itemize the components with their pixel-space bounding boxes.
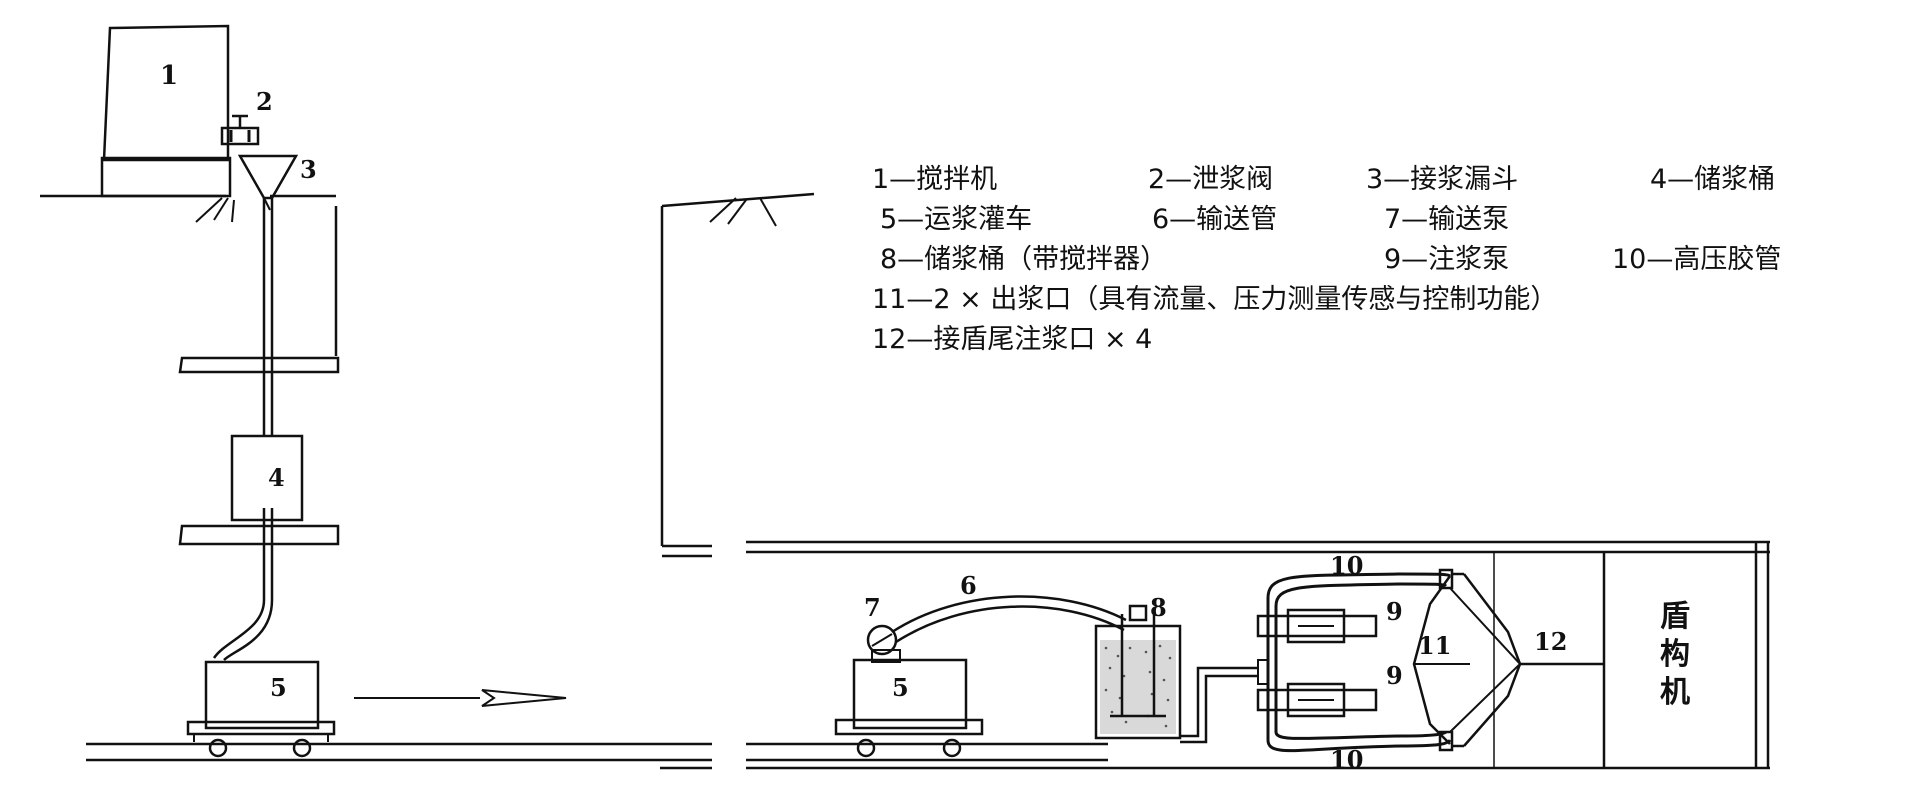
legend-item-6: 6—输送管 [1152, 204, 1277, 235]
legend-item-9: 9—注浆泵 [1384, 244, 1509, 275]
tank-slurry [1100, 640, 1176, 734]
legend-item-4: 4—储浆桶 [1650, 164, 1775, 195]
rail-right [746, 742, 1108, 762]
legend-item-7: 7—输送泵 [1384, 204, 1509, 235]
legend-item-10: 10—高压胶管 [1612, 244, 1781, 275]
outlet-11 [1412, 575, 1470, 745]
label-3: 3 [300, 155, 317, 184]
label-8: 8 [1150, 593, 1167, 622]
label-11: 11 [1418, 631, 1451, 660]
shield-char-1: 盾 [1660, 599, 1690, 634]
connector-pipes [1180, 659, 1269, 744]
platform-lower [178, 524, 340, 546]
tail-grout-ports-12 [1438, 568, 1604, 752]
legend-item-8: 8—储浆桶（带搅拌器） [880, 244, 1167, 275]
mixer-1 [100, 24, 232, 198]
shield-machine-label: 盾 构 机 [1660, 599, 1690, 710]
legend-item-1: 1—搅拌机 [872, 164, 997, 195]
label-12: 12 [1534, 627, 1567, 656]
label-5-right: 5 [892, 673, 909, 702]
legend-item-12: 12—接盾尾注浆口 × 4 [872, 324, 1152, 355]
slurry-car-5-right [834, 658, 984, 758]
label-7: 7 [864, 593, 881, 622]
direction-arrow [354, 689, 567, 707]
label-1: 1 [160, 61, 178, 91]
high-pressure-hose-10 [1266, 572, 1452, 753]
legend-item-5: 5—运浆灌车 [880, 204, 1032, 235]
delivery-pump-7 [866, 624, 901, 663]
shield-char-2: 构 [1660, 637, 1690, 672]
legend: 1—搅拌机 2—泄浆阀 3—接浆漏斗 4—储浆桶 5—运浆灌车 6—输送管 7—… [872, 164, 1781, 355]
legend-item-2: 2—泄浆阀 [1148, 164, 1273, 195]
tunnel-portal [660, 192, 815, 558]
label-9-lower: 9 [1386, 661, 1403, 690]
label-5-left: 5 [270, 673, 287, 702]
delivery-pipe-6 [891, 595, 1127, 644]
platform-upper [178, 356, 340, 374]
rail-left [86, 742, 712, 770]
legend-item-11: 11—2 × 出浆口（具有流量、压力测量传感与控制功能） [872, 284, 1557, 315]
label-10-upper: 10 [1330, 551, 1363, 580]
label-4: 4 [268, 463, 285, 492]
label-9-upper: 9 [1386, 597, 1403, 626]
discharge-valve-2 [220, 114, 260, 146]
ground-surface-left [40, 194, 336, 223]
storage-tank-8 [1094, 604, 1182, 740]
grout-pump-9-upper [1256, 608, 1378, 644]
label-6: 6 [960, 571, 977, 600]
slurry-car-5-left [186, 660, 336, 758]
shaft-pipe [212, 198, 274, 661]
legend-item-3: 3—接浆漏斗 [1366, 164, 1518, 195]
tunnel-walls [746, 540, 1770, 770]
label-10-lower: 10 [1330, 745, 1363, 774]
label-2: 2 [256, 87, 273, 116]
funnel-3 [237, 154, 299, 200]
storage-tank-4 [230, 434, 304, 522]
shield-char-3: 机 [1660, 675, 1690, 710]
grout-pump-9-lower [1256, 682, 1378, 718]
